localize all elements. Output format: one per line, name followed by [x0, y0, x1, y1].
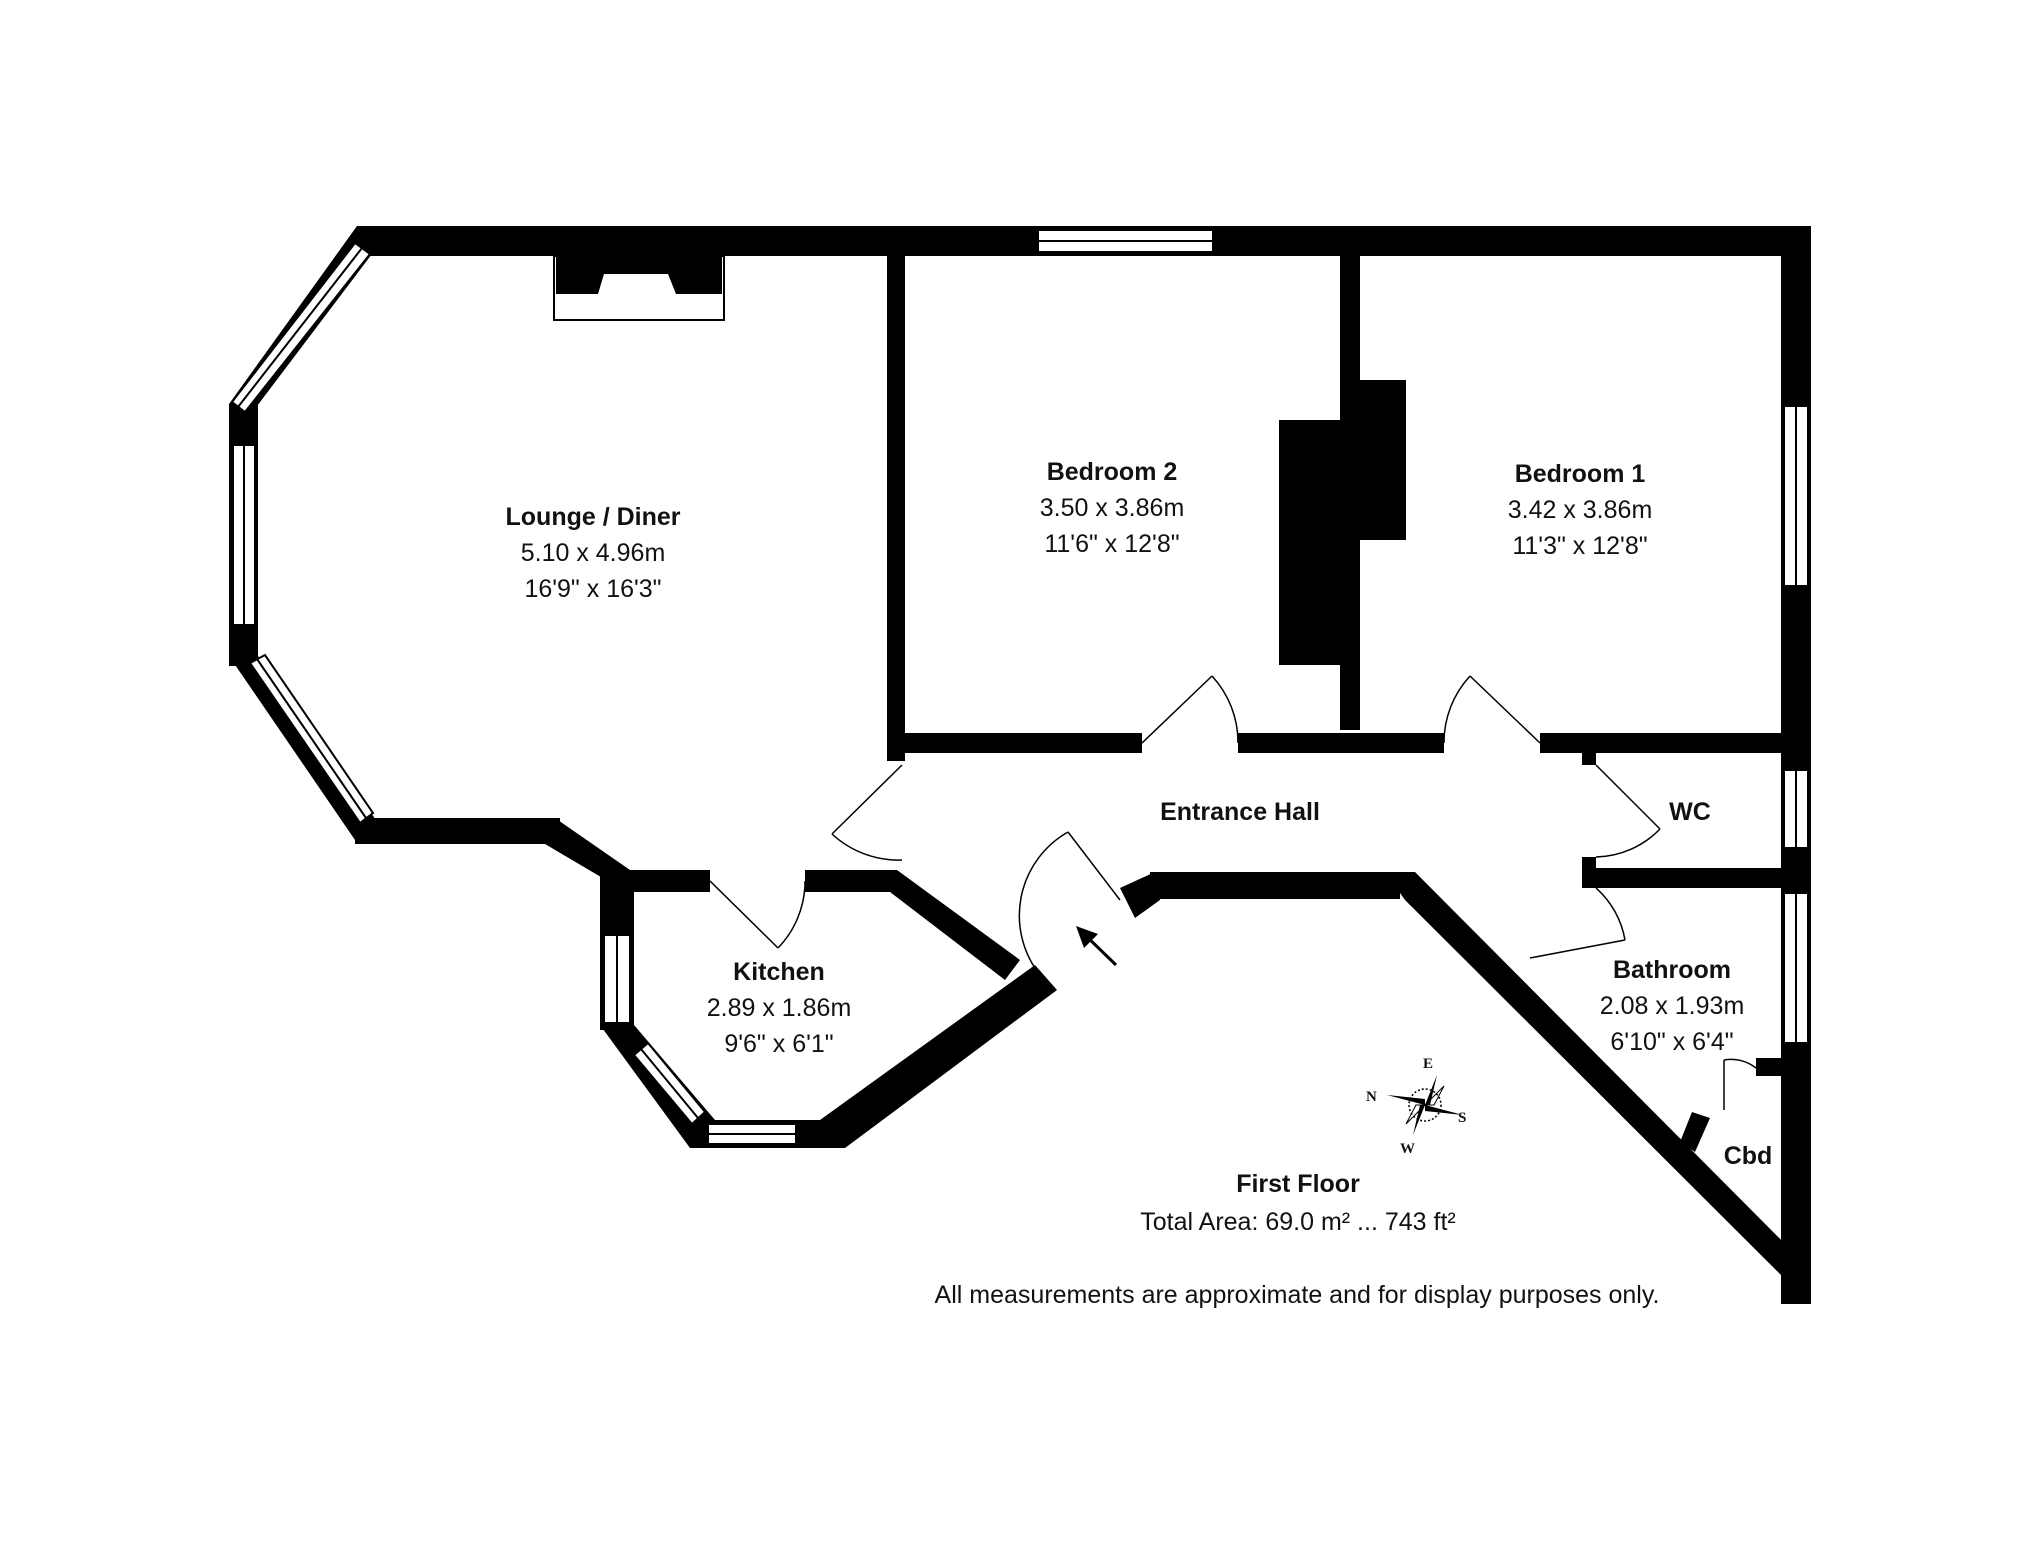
- kitchen-name: Kitchen: [733, 958, 825, 986]
- lounge-imperial: 16'9" x 16'3": [524, 575, 661, 603]
- doors: [709, 675, 1757, 1110]
- kitchen-metric: 2.89 x 1.86m: [707, 994, 852, 1022]
- floor-title: First Floor: [1236, 1170, 1360, 1198]
- room-bedroom2: Bedroom 2 3.50 x 3.86m 11'6" x 12'8": [1040, 458, 1185, 558]
- bedroom2-name: Bedroom 2: [1047, 458, 1178, 486]
- bedroom1-name: Bedroom 1: [1515, 460, 1646, 488]
- hall-name: Entrance Hall: [1160, 798, 1320, 826]
- compass-icon: N E S W: [1366, 1056, 1466, 1157]
- room-bedroom1: Bedroom 1 3.42 x 3.86m 11'3" x 12'8": [1508, 460, 1653, 560]
- room-cbd: Cbd: [1724, 1142, 1773, 1170]
- kitchen-imperial: 9'6" x 6'1": [724, 1030, 833, 1058]
- windows: [230, 229, 1809, 1145]
- lounge-metric: 5.10 x 4.96m: [521, 539, 666, 567]
- bedroom1-metric: 3.42 x 3.86m: [1508, 496, 1653, 524]
- room-bathroom: Bathroom 2.08 x 1.93m 6'10" x 6'4": [1600, 956, 1745, 1056]
- bathroom-imperial: 6'10" x 6'4": [1610, 1028, 1733, 1056]
- bathroom-metric: 2.08 x 1.93m: [1600, 992, 1745, 1020]
- room-kitchen: Kitchen 2.89 x 1.86m 9'6" x 6'1": [707, 958, 852, 1058]
- cbd-name: Cbd: [1724, 1142, 1773, 1170]
- room-hall: Entrance Hall: [1160, 798, 1320, 826]
- compass-s: S: [1458, 1110, 1466, 1126]
- compass-e: E: [1423, 1056, 1433, 1072]
- total-area: Total Area: 69.0 m² ... 743 ft²: [1140, 1208, 1455, 1236]
- bedroom2-imperial: 11'6" x 12'8": [1044, 530, 1179, 558]
- bedroom1-imperial: 11'3" x 12'8": [1512, 532, 1647, 560]
- lounge-name: Lounge / Diner: [506, 503, 681, 531]
- compass-n: N: [1366, 1089, 1377, 1105]
- room-wc: WC: [1669, 798, 1711, 826]
- disclaimer: All measurements are approximate and for…: [935, 1281, 1660, 1309]
- compass-w: W: [1400, 1141, 1415, 1157]
- bedroom2-metric: 3.50 x 3.86m: [1040, 494, 1185, 522]
- wc-name: WC: [1669, 798, 1711, 826]
- room-lounge: Lounge / Diner 5.10 x 4.96m 16'9" x 16'3…: [506, 503, 681, 603]
- bathroom-name: Bathroom: [1613, 956, 1731, 984]
- fireplace: [553, 255, 725, 321]
- interior-walls: [887, 256, 1781, 1152]
- outer-walls: [229, 226, 1811, 1304]
